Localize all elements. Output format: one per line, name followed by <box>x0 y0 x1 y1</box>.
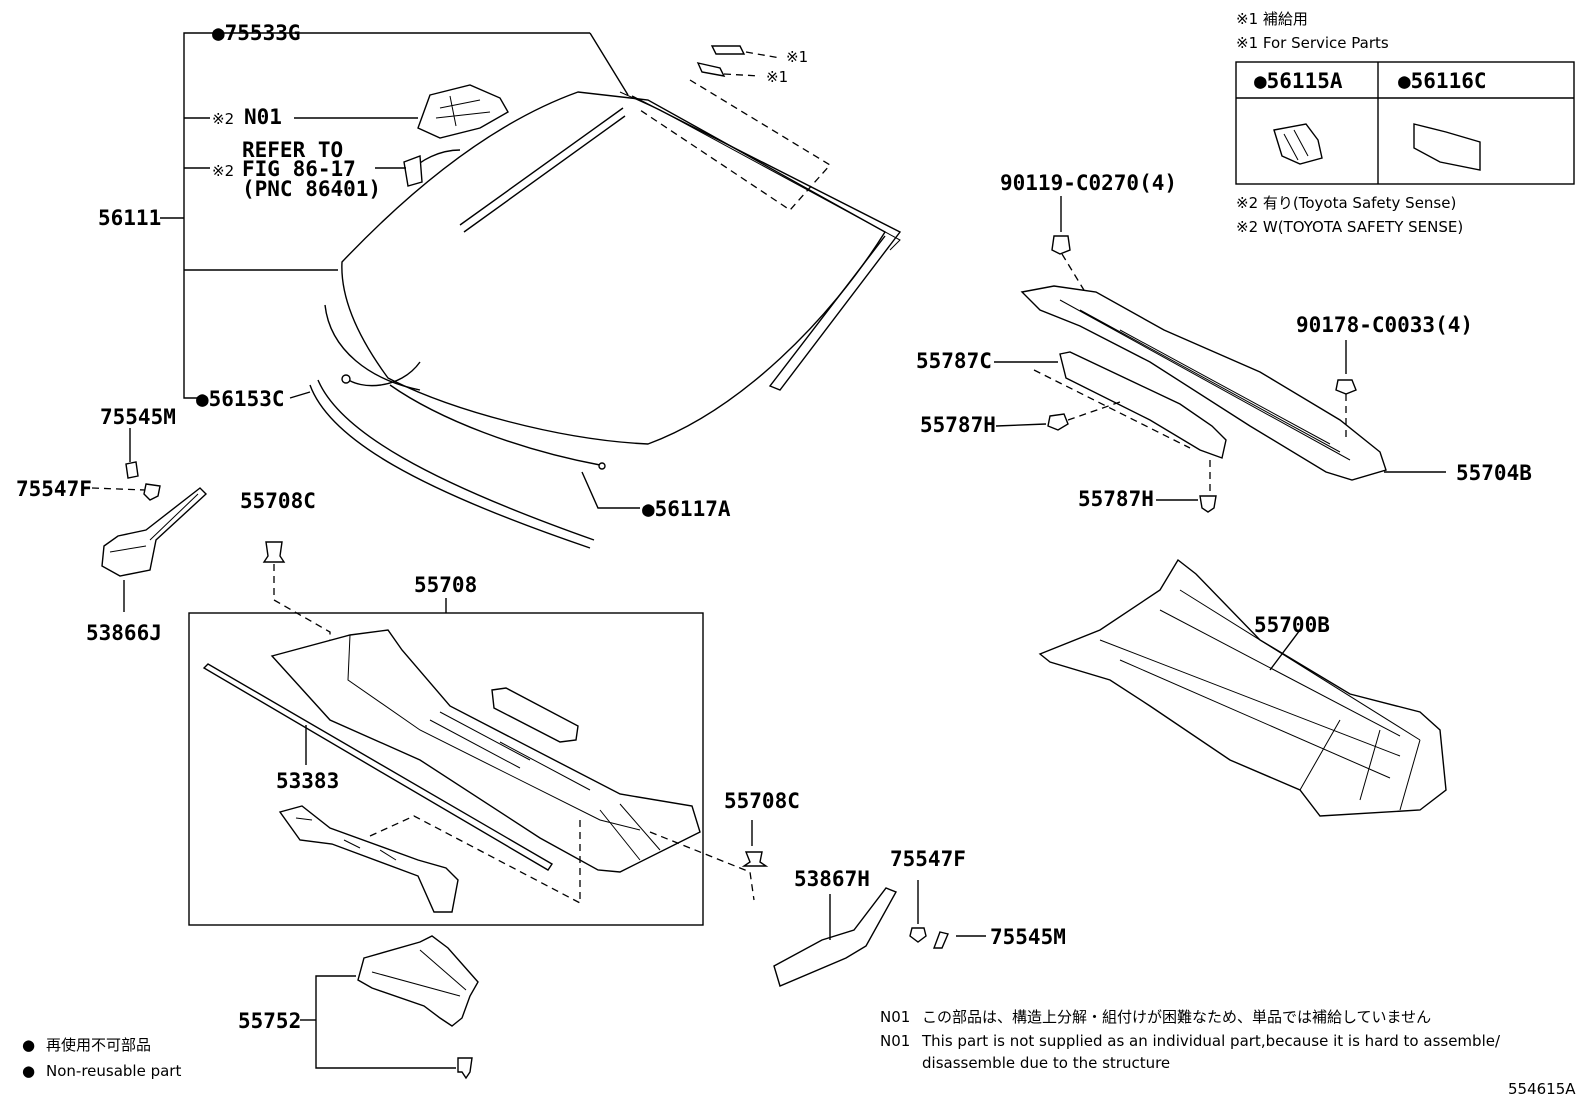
n01-tag-en: N01 <box>880 1032 910 1050</box>
label-90178-C0033: 90178-C0033(4) <box>1296 313 1473 337</box>
label-90119-C0270: 90119-C0270(4) <box>1000 171 1177 195</box>
label-56117A: ●56117A <box>642 497 731 521</box>
n01-tag-jp: N01 <box>880 1008 910 1026</box>
label-56111: 56111 <box>98 206 161 230</box>
sensor-harness <box>403 149 461 187</box>
cowl-assembly-55700B <box>1038 558 1447 817</box>
service-part-strip-2 <box>696 62 761 77</box>
nut-90178 <box>1335 340 1357 395</box>
clip-55708C-right <box>741 851 769 867</box>
clip-55708C-top <box>262 541 286 563</box>
clip-75545M-right <box>932 931 949 949</box>
legend-bullet-en: ● <box>22 1062 35 1080</box>
clip-75545M-left <box>125 461 139 479</box>
leader-dash-strip <box>639 79 832 211</box>
label-75545M-right: 75545M <box>990 925 1066 949</box>
label-75547F-left: 75547F <box>16 477 92 501</box>
service-col-56116C: ●56116C <box>1398 69 1487 93</box>
label-55787H-b: 55787H <box>1078 487 1154 511</box>
label-53383: 53383 <box>276 769 339 793</box>
label-55700B: 55700B <box>1254 613 1330 637</box>
label-55708C-right: 55708C <box>724 789 800 813</box>
note-service-en: ※1 For Service Parts <box>1236 34 1389 52</box>
windshield-glass <box>341 91 902 445</box>
label-fig-86-17: FIG 86-17 <box>242 157 356 181</box>
label-75547F-right: 75547F <box>890 847 966 871</box>
label-55704B: 55704B <box>1456 461 1532 485</box>
label-75545M-left: 75545M <box>100 405 176 429</box>
mark-1-strip-1: ※1 <box>786 48 808 66</box>
cowl-louver <box>270 629 701 873</box>
clip-75547F-right <box>909 927 927 943</box>
clip-75547F-left <box>143 483 161 501</box>
bolt-90119 <box>1051 196 1071 255</box>
seal-55752 <box>357 935 479 1027</box>
note-service-jp: ※1 補給用 <box>1236 10 1308 28</box>
weatherstrip-53383 <box>202 663 553 871</box>
label-refer-to: REFER TO <box>242 138 343 162</box>
service-col-56115A: ●56115A <box>1254 69 1343 93</box>
mark-2-refer: ※2 <box>212 162 234 180</box>
windshield-moulding-lower <box>309 304 606 549</box>
label-55787H-a: 55787H <box>920 413 996 437</box>
legend-jp: 再使用不可部品 <box>46 1036 151 1054</box>
legend-en: Non-reusable part <box>46 1062 181 1080</box>
service-parts-table <box>1235 61 1575 185</box>
label-53866J: 53866J <box>86 621 162 645</box>
service-part-56115A-image <box>1273 123 1323 165</box>
mark-2-n01: ※2 <box>212 110 234 128</box>
n01-note-en-1: This part is not supplied as an individu… <box>921 1032 1501 1050</box>
label-55787C: 55787C <box>916 349 992 373</box>
cowl-panel-lower <box>278 805 459 913</box>
seal-53866J <box>101 487 208 577</box>
cowl-bracket <box>491 687 579 743</box>
label-55752: 55752 <box>238 1009 301 1033</box>
diagram-id: 554615A <box>1508 1080 1576 1098</box>
label-53867H: 53867H <box>794 867 870 891</box>
n01-note-en-2: disassemble due to the structure <box>922 1054 1170 1072</box>
clip-55752-bottom <box>457 1057 473 1080</box>
seal-53867H <box>773 887 897 987</box>
mark-1-strip-2: ※1 <box>766 68 788 86</box>
label-75533G: ●75533G <box>212 21 301 45</box>
label-pnc-86401: (PNC 86401) <box>242 177 381 201</box>
service-part-strip-1 <box>710 45 781 59</box>
bracket-55787C <box>1059 351 1227 459</box>
bracket-56111 <box>183 32 310 399</box>
service-part-56116C-image <box>1413 123 1481 171</box>
note-tss-jp: ※2 有り(Toyota Safety Sense) <box>1236 194 1456 212</box>
label-n01: N01 <box>244 105 282 129</box>
camera-bracket <box>417 84 509 139</box>
label-55708: 55708 <box>414 573 477 597</box>
n01-note-jp: この部品は、構造上分解・組付けが困難なため、単品では補給していません <box>922 1008 1431 1026</box>
clip-55787H-b <box>1199 495 1217 513</box>
legend-bullet-jp: ● <box>22 1036 35 1054</box>
label-55708C-top: 55708C <box>240 489 316 513</box>
label-56153C: ●56153C <box>196 387 285 411</box>
cowl-top-55704B <box>1020 285 1387 481</box>
clip-55787H-a <box>1047 413 1069 431</box>
note-tss-en: ※2 W(TOYOTA SAFETY SENSE) <box>1236 218 1463 236</box>
